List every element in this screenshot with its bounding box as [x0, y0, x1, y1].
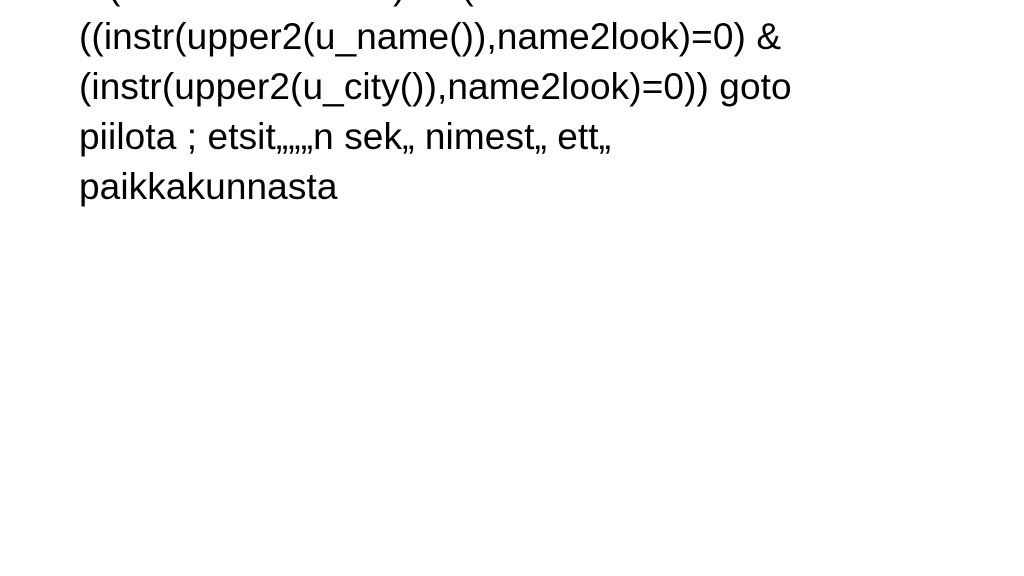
text-line: (instr(upper2(u_city()),name2look)=0)) g…	[79, 66, 792, 107]
text-line: ((instr(upper2(u_name()),name2look)=0) &	[79, 16, 782, 57]
text-line: if (name2look <> "") & !(	[79, 0, 979, 12]
code-text-block: if (name2look <> "") & !( ((instr(upper2…	[79, 0, 979, 212]
text-line: paikkakunnasta	[79, 166, 338, 207]
text-line: piilota ; etsit„„„n sek„ nimest„ ett„	[79, 116, 612, 157]
